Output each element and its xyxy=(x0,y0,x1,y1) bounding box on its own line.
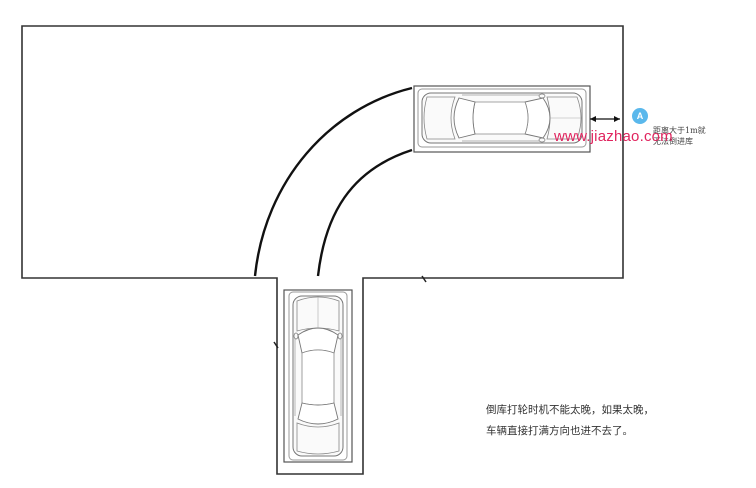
tick-mark xyxy=(421,275,427,283)
caption-line1: 倒库打轮时机不能太晚，如果太晚， xyxy=(486,404,654,416)
inner-turning-path xyxy=(316,148,413,277)
distance-note: 距离大于1m就 无法倒进库 xyxy=(653,125,706,147)
distance-note-line1: 距离大于1m就 xyxy=(653,126,706,135)
car-upper xyxy=(413,85,591,153)
outer-turning-path xyxy=(253,86,413,277)
car-parked xyxy=(283,289,353,463)
caption-line2: 车辆直接打满方向也进不去了。 xyxy=(486,425,633,437)
lot-outline xyxy=(21,25,624,475)
annotation-badge: A xyxy=(632,108,648,124)
watermark: www.jiazhao.com xyxy=(554,128,673,145)
distance-arrow xyxy=(590,116,620,122)
caption: 倒库打轮时机不能太晚，如果太晚， 车辆直接打满方向也进不去了。 xyxy=(486,400,654,442)
tick-mark xyxy=(273,341,279,349)
distance-note-line2: 无法倒进库 xyxy=(653,137,693,146)
